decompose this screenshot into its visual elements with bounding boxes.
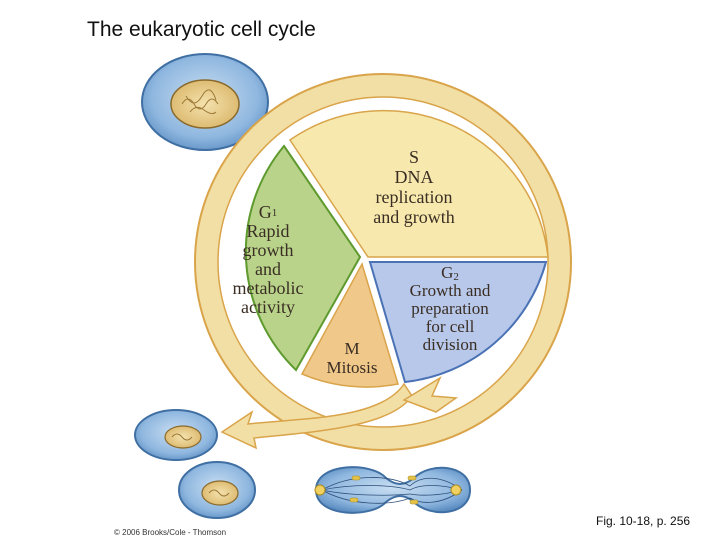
g2-phase-line2: Growth and — [410, 281, 491, 300]
s-phase-line4: and growth — [373, 207, 454, 227]
interphase-cell — [141, 53, 269, 151]
svg-text:G2: G2 — [441, 263, 459, 283]
m-phase-letter: M — [344, 339, 359, 358]
centrosome-right — [450, 484, 462, 496]
figure-caption: Fig. 10-18, p. 256 — [596, 514, 691, 528]
g1-phase-letter: G — [259, 202, 272, 222]
g1-phase-line5: metabolic — [233, 278, 304, 298]
daughter-cell-upper — [134, 409, 218, 461]
m-phase-label: M Mitosis — [326, 339, 377, 377]
g1-phase-line6: activity — [241, 297, 295, 317]
s-phase-line2: DNA — [395, 167, 434, 187]
g1-phase-line3: growth — [243, 240, 294, 260]
g2-phase-letter: G — [441, 263, 453, 282]
g1-phase-subscript: 1 — [272, 207, 278, 219]
daughter-cell-lower — [178, 461, 256, 519]
m-phase-line2: Mitosis — [326, 358, 377, 377]
ring-arrowhead — [402, 376, 459, 413]
g1-phase-region — [244, 144, 362, 372]
svg-text:G1: G1 — [259, 202, 278, 222]
s-phase-region — [288, 109, 549, 258]
g2-phase-subscript: 2 — [453, 271, 459, 283]
s-phase-label: S DNA replication and growth — [373, 147, 454, 227]
copyright-notice: © 2006 Brooks/Cole - Thomson — [114, 528, 227, 537]
g1-phase-line2: Rapid — [247, 221, 290, 241]
g2-phase-line4: for cell — [426, 317, 475, 336]
g2-phase-region — [368, 261, 548, 384]
g1-phase-label: G1 Rapid growth and metabolic activity — [233, 202, 304, 317]
s-phase-letter: S — [409, 147, 419, 167]
dividing-cell — [314, 466, 472, 514]
g1-phase-line4: and — [255, 259, 281, 279]
nucleus — [170, 79, 240, 129]
g2-phase-line5: division — [423, 335, 478, 354]
slide-title: The eukaryotic cell cycle — [87, 18, 316, 41]
s-phase-line3: replication — [376, 187, 453, 207]
centrosome-left — [314, 484, 326, 496]
g2-phase-label: G2 Growth and preparation for cell divis… — [410, 263, 491, 354]
g2-phase-line3: preparation — [411, 299, 489, 318]
chromosomes — [349, 475, 419, 505]
division-arrow — [220, 382, 413, 450]
m-phase-region — [300, 262, 399, 388]
